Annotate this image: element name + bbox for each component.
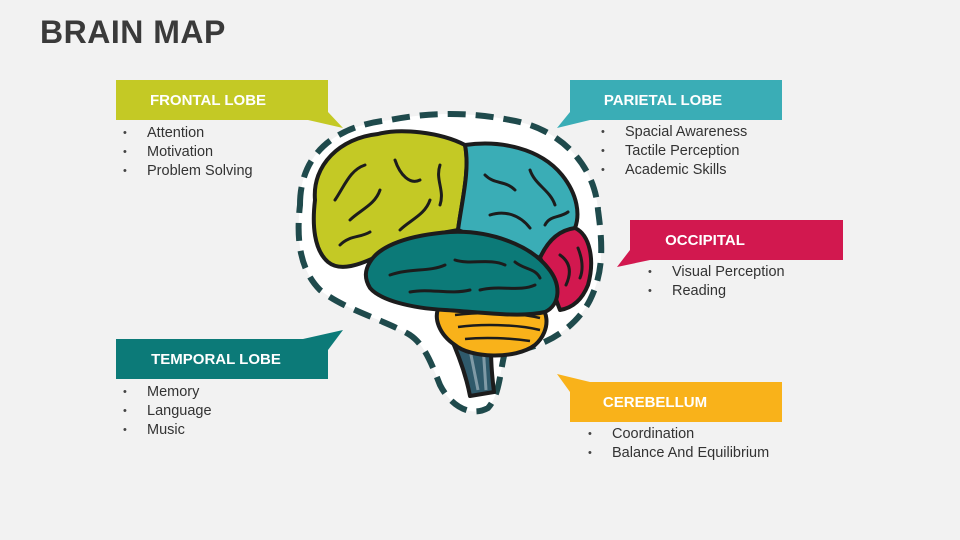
- occipital-list: Visual Perception Reading: [648, 263, 785, 301]
- list-item: Motivation: [123, 143, 253, 162]
- list-item: Visual Perception: [648, 263, 785, 282]
- list-item: Coordination: [588, 425, 769, 444]
- temporal-lobe-region: [363, 229, 560, 317]
- occipital-callout: [617, 220, 843, 267]
- frontal-label-text: FRONTAL LOBE: [149, 91, 267, 109]
- occipital-label-text: OCCIPITAL: [665, 231, 745, 249]
- occipital-label: OCCIPITAL: [630, 220, 780, 260]
- parietal-label-text: PARIETAL LOBE: [603, 91, 723, 109]
- frontal-label: FRONTAL LOBE: [116, 80, 300, 120]
- list-item: Balance And Equilibrium: [588, 444, 769, 463]
- list-item: Spacial Awareness: [601, 123, 747, 142]
- temporal-callout: [116, 330, 343, 379]
- parietal-label: PARIETAL LOBE: [570, 80, 756, 120]
- cerebellum-callout: [557, 374, 782, 422]
- list-item: Memory: [123, 383, 212, 402]
- parietal-list: Spacial Awareness Tactile Perception Aca…: [601, 123, 747, 180]
- frontal-list: Attention Motivation Problem Solving: [123, 124, 253, 181]
- temporal-label-text: TEMPORAL LOBE: [151, 350, 281, 368]
- temporal-label: TEMPORAL LOBE: [116, 339, 316, 379]
- temporal-list: Memory Language Music: [123, 383, 212, 440]
- page-title: BRAIN MAP: [40, 14, 226, 50]
- list-item: Language: [123, 402, 212, 421]
- list-item: Attention: [123, 124, 253, 143]
- list-item: Academic Skills: [601, 161, 747, 180]
- list-item: Reading: [648, 282, 785, 301]
- list-item: Tactile Perception: [601, 142, 747, 161]
- cerebellum-list: Coordination Balance And Equilibrium: [588, 425, 769, 463]
- parietal-callout: [557, 80, 782, 128]
- list-item: Music: [123, 421, 212, 440]
- list-item: Problem Solving: [123, 162, 253, 181]
- cerebellum-label: CEREBELLUM: [570, 382, 740, 422]
- frontal-callout: [116, 80, 343, 128]
- cerebellum-label-text: CEREBELLUM: [602, 393, 708, 411]
